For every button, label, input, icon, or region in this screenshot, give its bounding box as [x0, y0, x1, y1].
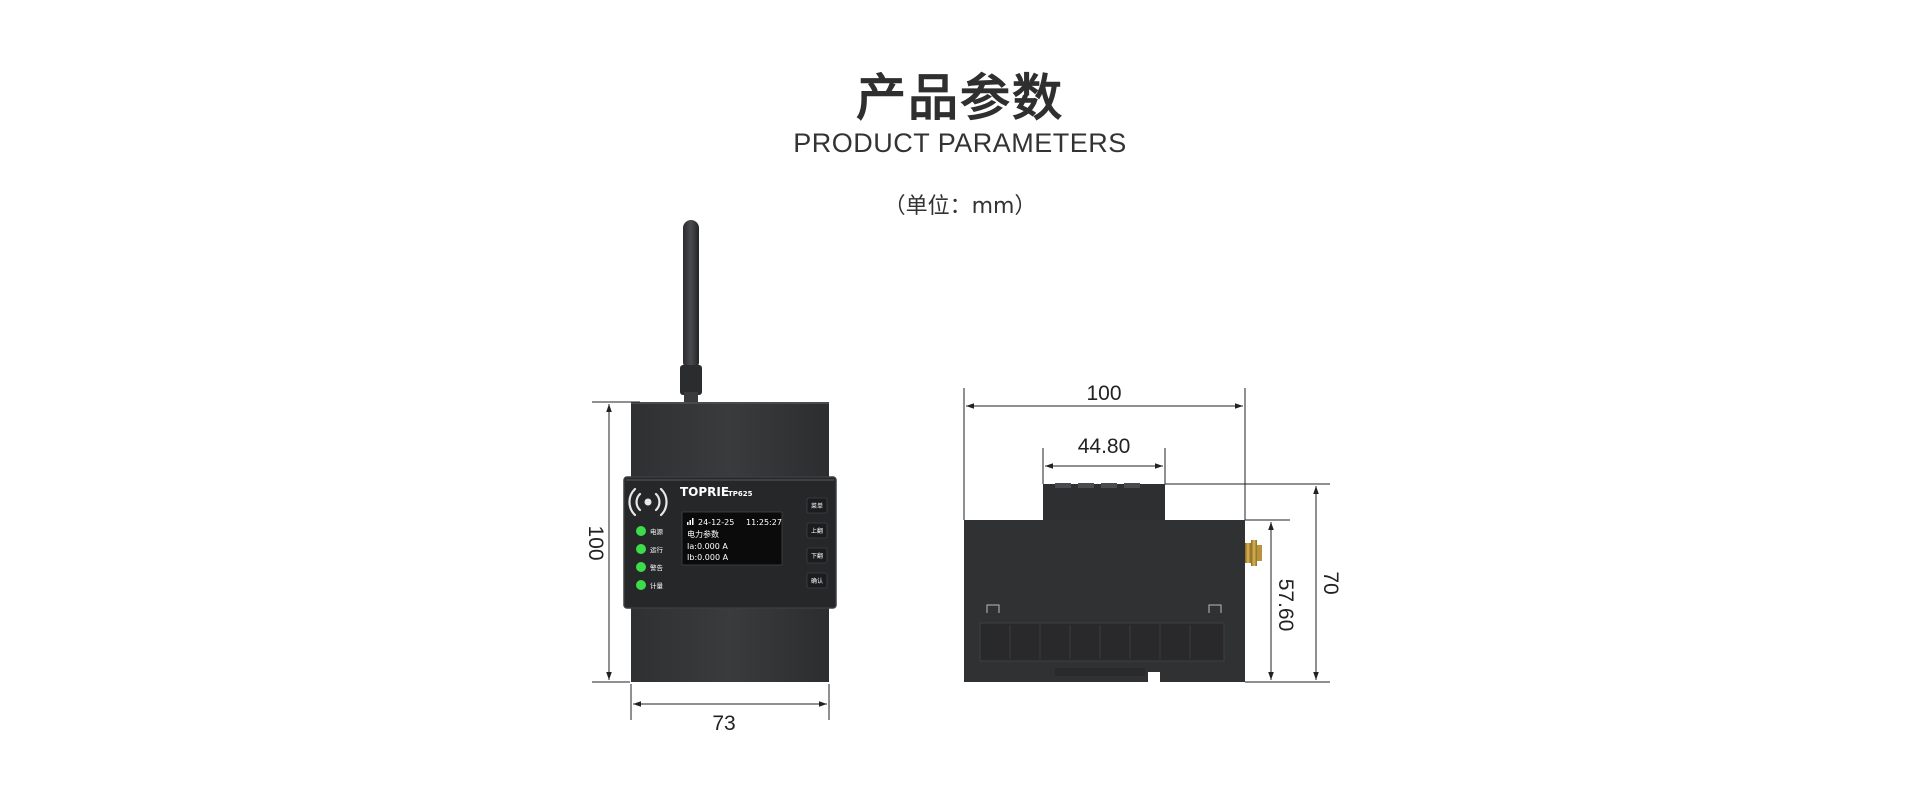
- up-button-label: 上翻: [811, 527, 823, 535]
- model-label: TP625: [728, 490, 753, 498]
- indicator-power-led: [636, 526, 646, 536]
- side-width-dimension: [963, 388, 1246, 520]
- side-width-label: 100: [1086, 382, 1121, 405]
- front-height-label: 100: [584, 525, 607, 560]
- side-total-height-dimension: [1165, 483, 1330, 683]
- down-button-label: 下翻: [811, 552, 823, 560]
- indicator-run-label: 运行: [650, 545, 664, 554]
- antenna-connector: [1245, 540, 1262, 566]
- side-top-dimension: [1042, 448, 1166, 484]
- confirm-button-label: 确认: [811, 577, 823, 585]
- lcd-screen: 24-12-25 11:25:27 电力参数 Ia:0.000 A Ib:0.0…: [681, 511, 783, 566]
- front-view: TOPRIE TP625 电源 运行 警告 计量 24-12-25 11:25:…: [584, 220, 837, 735]
- side-inner-height-label: 57.60: [1274, 579, 1297, 632]
- side-terminal-block: [1043, 484, 1165, 521]
- confirm-button[interactable]: [806, 572, 828, 589]
- front-width-dimension: [630, 684, 830, 720]
- screen-date: 24-12-25: [698, 518, 734, 527]
- page-subtitle: PRODUCT PARAMETERS: [793, 128, 1127, 158]
- screen-line-2: Ib:0.000 A: [687, 553, 729, 562]
- indicator-group: 电源 运行 警告 计量: [636, 526, 664, 590]
- front-height-dimension: [592, 401, 640, 683]
- button-group: 菜单 上翻 下翻 确认: [806, 497, 828, 589]
- signal-icon: [687, 518, 694, 525]
- nfc-icon: [628, 487, 668, 517]
- screen-line-1: Ia:0.000 A: [687, 542, 728, 551]
- screen-time: 11:25:27: [746, 518, 782, 527]
- side-view: 100 44.80 57.60 70: [963, 382, 1342, 683]
- indicator-run-led: [636, 544, 646, 554]
- antenna: [680, 220, 702, 404]
- unit-note: （单位：mm）: [883, 194, 1037, 219]
- screen-title: 电力参数: [687, 529, 719, 539]
- side-inner-height-dimension: [1245, 519, 1290, 683]
- up-button[interactable]: [806, 522, 828, 539]
- indicator-meter-led: [636, 580, 646, 590]
- indicator-power-label: 电源: [650, 527, 664, 536]
- page-title: 产品参数: [856, 69, 1064, 127]
- front-width-label: 73: [712, 712, 735, 735]
- brand-logo: TOPRIE: [680, 485, 729, 499]
- indicator-warning-label: 警告: [650, 563, 664, 572]
- side-top-label: 44.80: [1078, 435, 1131, 458]
- menu-button-label: 菜单: [811, 502, 823, 510]
- side-total-height-label: 70: [1319, 571, 1342, 594]
- indicator-meter-label: 计量: [650, 581, 664, 590]
- indicator-warning-led: [636, 562, 646, 572]
- menu-button[interactable]: [806, 497, 828, 514]
- down-button[interactable]: [806, 547, 828, 564]
